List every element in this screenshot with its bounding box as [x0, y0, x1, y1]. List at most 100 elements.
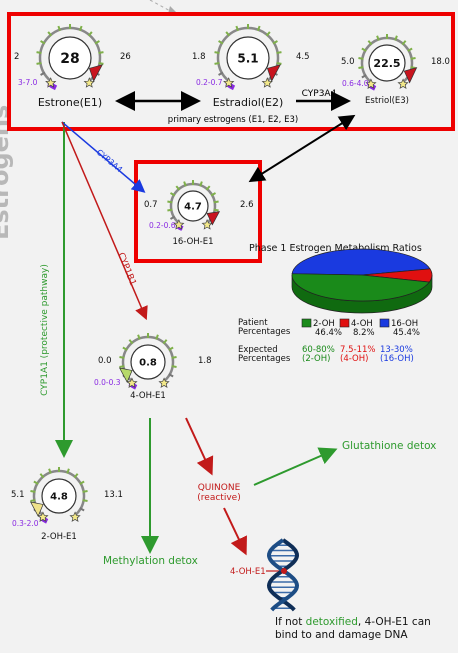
gauge-tick — [171, 355, 177, 359]
dna-strand — [266, 538, 300, 612]
gauge-tick — [214, 51, 220, 54]
low-limit-star-icon — [37, 511, 49, 522]
low-limit-star-icon — [365, 78, 377, 89]
footer-line-2: bind to and damage DNA — [275, 629, 408, 641]
legend-expected-value: 13-30% — [380, 345, 413, 355]
footer-line-1: If not detoxified, 4-OH-E1 can — [275, 616, 431, 628]
gauge-tick — [358, 66, 364, 70]
gauge-reference-range: 3-7.0 — [18, 78, 38, 87]
reactive-label: (reactive) — [197, 493, 240, 503]
gauge-high-limit: 4.5 — [296, 52, 310, 62]
legend-expected-value: 60-80% — [302, 345, 335, 355]
gauge-tick — [36, 51, 42, 54]
gauge-tick — [214, 62, 220, 65]
cyp3a4-diag-label: CYP3A4 — [95, 148, 124, 175]
gauge-tick — [376, 35, 380, 41]
gauge-tick — [79, 480, 85, 485]
gauge-tick — [122, 346, 128, 351]
cyp1b1-arrow — [61, 121, 148, 321]
gauge-tick — [401, 40, 407, 46]
gauge-tick — [205, 185, 211, 191]
gauge-tick — [82, 489, 88, 493]
low-limit-star-icon — [173, 219, 185, 230]
gauge-tick — [66, 468, 70, 474]
legend-swatch-16-oh — [379, 318, 390, 328]
gauge-value: 22.5 — [373, 57, 400, 70]
primary-estrogens-caption: primary estrogens (E1, E2, E3) — [168, 115, 298, 125]
gauge-low-limit: 1.8 — [192, 52, 206, 62]
gauge-tick — [171, 365, 177, 369]
gauge-tick — [78, 25, 83, 32]
legend-name: 4-OH — [351, 319, 373, 329]
gauge-tick — [210, 192, 217, 197]
legend-swatch-4-oh — [339, 318, 350, 328]
gauge-tick — [361, 47, 367, 52]
gauge-label: Estriol(E3) — [365, 96, 409, 106]
gauge-tick — [40, 71, 46, 76]
oh16-highlight — [134, 160, 262, 263]
gauge-tick — [218, 40, 224, 45]
legend-name: 16-OH — [391, 319, 418, 329]
gauge-dial — [41, 478, 77, 514]
dna-arrow — [223, 507, 247, 556]
gauge-tick — [57, 25, 62, 32]
gauge-dial — [226, 36, 270, 80]
gauge-value: 28 — [60, 51, 79, 67]
quinone-arrow — [185, 417, 214, 476]
gauge-value: 4.8 — [50, 492, 68, 503]
gauge-label: Estradiol(E2) — [213, 96, 284, 109]
gauge-tick — [119, 365, 125, 369]
gauge-tick — [128, 339, 134, 345]
gauge-tick — [155, 334, 159, 340]
gauge-tick — [73, 473, 79, 479]
gauge-tick — [276, 51, 282, 54]
legend-expected-value: 7.5-11% — [340, 345, 375, 355]
gauge-tick — [39, 473, 45, 479]
gauge-tick — [361, 74, 367, 79]
gauge-dial — [130, 344, 166, 380]
legend-patient-value: 45.4% — [393, 328, 420, 338]
gauge-pointer-icon — [403, 67, 418, 84]
dna-helix-icon — [266, 538, 300, 612]
low-limit-star-icon — [45, 77, 57, 88]
gauge-pointer-icon — [118, 367, 133, 383]
footer-highlight: detoxified — [306, 616, 358, 628]
gauge-value: 5.1 — [237, 51, 258, 65]
gauge-tick — [213, 200, 219, 204]
gauge-tick — [183, 181, 187, 187]
gauge-tick — [47, 31, 53, 37]
gauge-tick — [167, 208, 173, 212]
patient-label-1: Patient — [238, 318, 268, 328]
gauge-value: 4.7 — [184, 202, 202, 213]
gauge-pointer-icon — [206, 211, 221, 226]
high-limit-star-icon — [83, 77, 95, 88]
gauge-dial — [48, 36, 92, 80]
legend-expected-sub: (2-OH) — [302, 354, 330, 364]
ratio-legend: 2-OH46.4%60-80%(2-OH)4-OH8.2%7.5-11%(4-O… — [301, 318, 420, 364]
gauge-high-limit: 26 — [120, 52, 131, 62]
gauge-pointer-icon — [29, 501, 44, 517]
quinone-label: QUINONE — [198, 483, 241, 493]
gauge-tick — [218, 71, 224, 76]
gauge-label: Estrone(E1) — [38, 96, 102, 109]
dna-strand — [266, 538, 300, 612]
gauge-tick — [167, 200, 173, 204]
gauge-tick — [175, 185, 181, 191]
gauge-low-limit: 2 — [14, 52, 19, 62]
methylation-label: Methylation detox — [103, 555, 198, 567]
expected-label-2: Percentages — [238, 354, 291, 364]
gauge-reference-range: 0.2-0.6 — [149, 221, 176, 230]
gauge-high-limit: 13.1 — [104, 490, 123, 500]
gauge-pointer-icon — [266, 64, 281, 82]
gauge-tick — [213, 208, 219, 212]
gauge-tick — [199, 181, 203, 187]
side-title: Estrogens — [0, 105, 14, 240]
cyp3a4-diag-arrow — [61, 121, 146, 193]
gauge-pointer-icon — [88, 64, 103, 82]
footer-post: , 4-OH-E1 can — [358, 616, 431, 628]
gauge-tick — [82, 499, 88, 503]
